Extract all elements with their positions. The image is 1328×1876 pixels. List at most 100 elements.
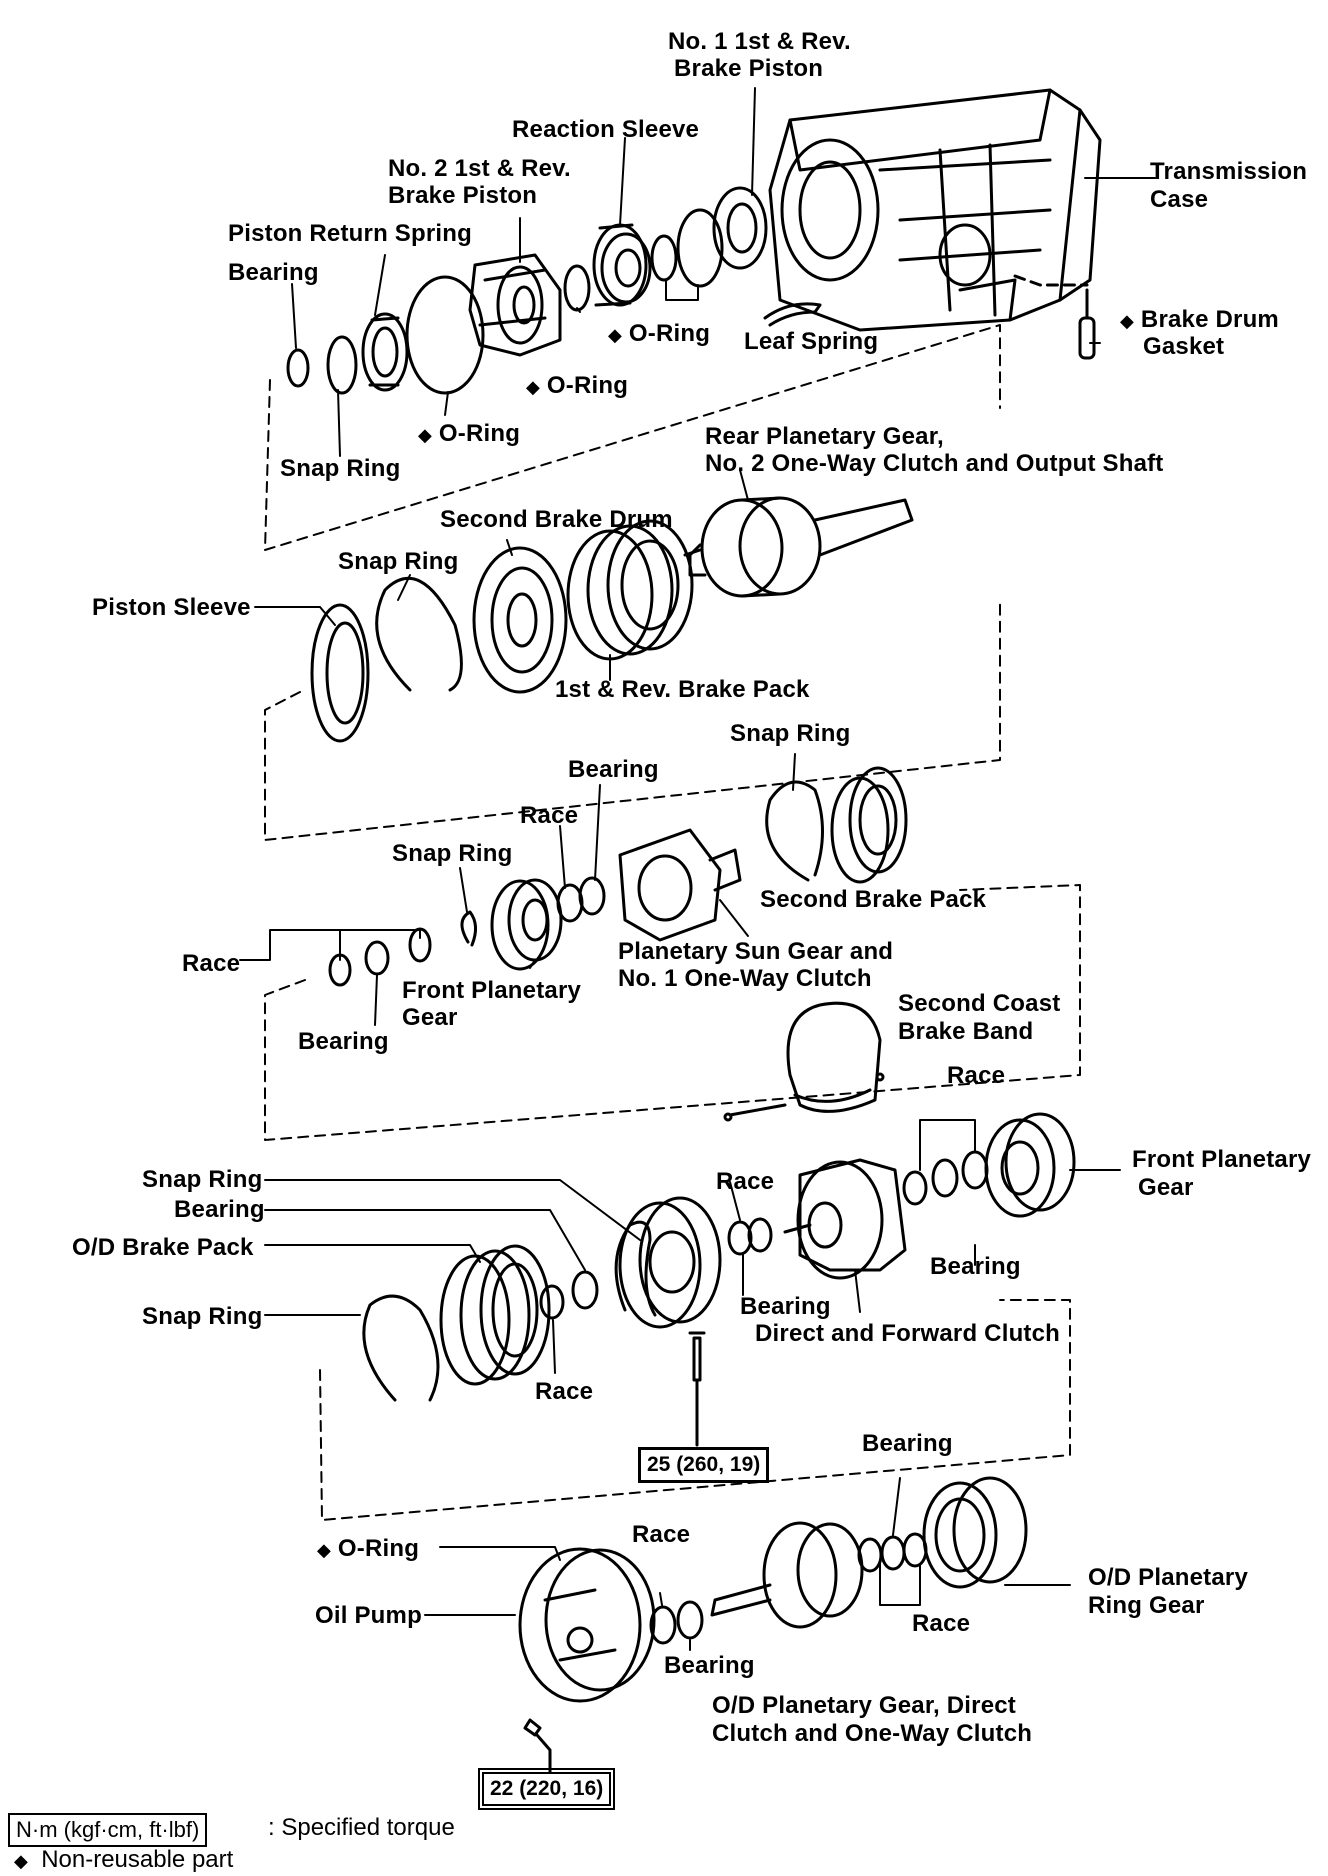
label-brake-drum-gasket-line2: Gasket — [1143, 333, 1225, 360]
label-planetary-sun-line2: No. 1 One-Way Clutch — [618, 965, 872, 992]
label-brake-drum-gasket-line1: ◆ Brake Drum — [1120, 306, 1279, 333]
front-planetary-gear-left — [490, 878, 563, 971]
clutch-drum-od — [618, 1196, 722, 1329]
leaf-spring — [763, 302, 822, 327]
label-front-planetary-gear-line2: Gear — [402, 1004, 458, 1031]
second-brake-drum — [472, 546, 568, 694]
diamond-marker: ◆ — [317, 1540, 332, 1560]
label-leaf-spring: Leaf Spring — [744, 328, 879, 355]
label-race-pump: Race — [632, 1521, 691, 1548]
label-piston-sleeve: Piston Sleeve — [92, 594, 251, 621]
od-planetary-gear — [710, 1521, 864, 1629]
o-ring-large — [676, 208, 724, 288]
diamond-marker: ◆ — [14, 1851, 28, 1871]
bearing-df-part — [747, 1217, 773, 1253]
no2-brake-piston — [468, 253, 562, 357]
label-race-df: Race — [716, 1168, 775, 1195]
diamond-marker: ◆ — [1120, 311, 1135, 331]
first-rev-brake-pack — [566, 519, 694, 661]
label-second-coast-line2: Brake Band — [898, 1018, 1034, 1045]
snap-ring-row3 — [765, 780, 824, 882]
label-o-ring-a: ◆ O-Ring — [608, 320, 711, 347]
snap-ring-top — [326, 335, 358, 395]
leader-lines — [254, 87, 1156, 1651]
label-second-coast-line1: Second Coast — [898, 990, 1061, 1017]
label-no2-piston-line1: No. 2 1st & Rev. — [388, 155, 571, 182]
race-bottom-leader — [879, 1559, 921, 1606]
oil-pump — [518, 1547, 656, 1703]
second-coast-brake-band — [723, 1001, 885, 1122]
dashed-frame-1 — [264, 324, 1001, 551]
race-df-part — [727, 1220, 753, 1256]
label-snap-ring-2: Snap Ring — [338, 548, 459, 575]
o-ring-big — [405, 275, 485, 395]
snap-ring-big — [362, 1294, 440, 1402]
label-snap-ring-4: Snap Ring — [392, 840, 513, 867]
diamond-marker: ◆ — [526, 377, 541, 397]
label-front-planetary-gear-line1: Front Planetary — [402, 977, 582, 1004]
bearing-left-part — [364, 940, 390, 976]
label-bearing-top: Bearing — [228, 259, 319, 286]
race-right-part — [961, 1150, 989, 1190]
bolt-1 — [688, 1331, 706, 1447]
dashed-frame-3 — [264, 884, 1081, 1141]
label-piston-return-spring: Piston Return Spring — [228, 220, 472, 247]
bearing-top-part — [286, 348, 310, 388]
label-second-brake-pack: Second Brake Pack — [760, 886, 987, 913]
label-rear-planetary-line1: Rear Planetary Gear, — [705, 423, 944, 450]
label-no1-piston-line2: Brake Piston — [674, 55, 824, 82]
dashed-frame-4 — [319, 1299, 1071, 1521]
label-no1-piston-line1: No. 1 1st & Rev. — [668, 28, 851, 55]
diamond-marker: ◆ — [608, 325, 623, 345]
label-race-mid: Race — [520, 802, 579, 829]
label-transmission-case-line2: Case — [1150, 186, 1209, 213]
legend-nonreusable: ◆ Non-reusable part — [14, 1846, 234, 1873]
label-od-ring-gear-line1: O/D Planetary — [1088, 1564, 1248, 1591]
direct-forward-clutch — [783, 1158, 907, 1280]
label-snap-ring-1: Snap Ring — [280, 455, 401, 482]
label-od-planetary-gear-line1: O/D Planetary Gear, Direct — [712, 1692, 1017, 1719]
race-bottom-part — [902, 1532, 928, 1568]
no1-brake-piston — [712, 186, 768, 270]
label-od-ring-gear-line2: Ring Gear — [1088, 1592, 1205, 1619]
torque-spec-1: 25 (260, 19) — [638, 1447, 770, 1483]
bolt-2 — [523, 1718, 552, 1777]
label-rear-planetary-line2: No. 2 One-Way Clutch and Output Shaft — [705, 450, 1164, 477]
label-bearing-mid: Bearing — [568, 756, 659, 783]
label-o-ring-c: ◆ O-Ring — [418, 420, 521, 447]
label-bearing-df: Bearing — [930, 1253, 1021, 1280]
label-first-rev-brake-pack: 1st & Rev. Brake Pack — [555, 676, 810, 703]
race-od-part — [539, 1284, 565, 1320]
o-ring-mid — [563, 264, 591, 312]
piston-sleeve — [310, 603, 370, 743]
label-transmission-case-line1: Transmission — [1150, 158, 1308, 185]
label-planetary-sun-line1: Planetary Sun Gear and — [618, 938, 894, 965]
gasket-dashed-leader — [1013, 274, 1089, 287]
label-oil-pump: Oil Pump — [315, 1602, 422, 1629]
label-bearing-race: Bearing — [740, 1293, 831, 1320]
label-reaction-sleeve: Reaction Sleeve — [512, 116, 700, 143]
rear-planetary-gear — [683, 496, 914, 598]
label-bearing-left: Bearing — [298, 1028, 389, 1055]
snap-ring-od — [614, 1220, 657, 1317]
bearing-mid-part — [578, 876, 606, 916]
diamond-marker: ◆ — [418, 425, 433, 445]
snap-ring-row2 — [375, 576, 463, 692]
planetary-sun-gear — [618, 828, 742, 942]
o-ring-small — [650, 234, 678, 282]
reaction-sleeve — [592, 223, 652, 307]
brake-drum-gasket — [1078, 288, 1096, 360]
race-right-part-2 — [902, 1170, 928, 1206]
label-race-right: Race — [947, 1062, 1006, 1089]
label-front-planetary-right-line1: Front Planetary — [1132, 1146, 1312, 1173]
dashed-frame-2 — [264, 599, 1001, 841]
piston-return-spring — [361, 312, 409, 392]
second-brake-pack — [830, 766, 908, 884]
label-race-left: Race — [182, 950, 241, 977]
label-snap-ring-3: Snap Ring — [730, 720, 851, 747]
label-second-brake-drum: Second Brake Drum — [440, 506, 673, 533]
bearing-pump-part — [676, 1600, 704, 1640]
legend-torque-text: : Specified torque — [268, 1814, 455, 1841]
label-od-planetary-gear-line2: Clutch and One-Way Clutch — [712, 1720, 1033, 1747]
